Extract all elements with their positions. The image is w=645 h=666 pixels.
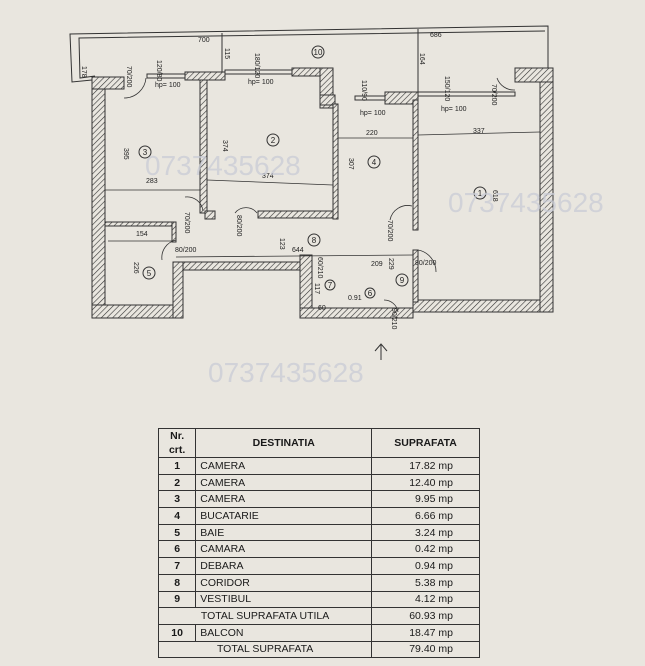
svg-text:hp= 100: hp= 100 bbox=[441, 106, 467, 113]
svg-text:0737435628: 0737435628 bbox=[208, 357, 364, 388]
svg-text:164: 164 bbox=[418, 53, 425, 65]
svg-text:700: 700 bbox=[198, 37, 210, 44]
dimension-labels: 700 686 178 115 164 120/80 70/200 180/12… bbox=[80, 32, 498, 330]
svg-text:0737435628: 0737435628 bbox=[145, 150, 301, 181]
room-10-label: 10 bbox=[311, 45, 325, 59]
svg-text:4: 4 bbox=[372, 158, 377, 167]
header-destination: DESTINATIA bbox=[195, 428, 373, 458]
svg-text:229: 229 bbox=[387, 258, 394, 270]
svg-text:307: 307 bbox=[347, 158, 354, 170]
svg-text:123: 123 bbox=[278, 238, 285, 250]
table-header: Nr. crt. DESTINATIA SUPRAFATA bbox=[157, 428, 480, 458]
room-2-label: 2 bbox=[266, 133, 280, 147]
svg-text:60: 60 bbox=[318, 305, 326, 312]
svg-text:337: 337 bbox=[473, 128, 485, 135]
svg-text:178: 178 bbox=[80, 66, 87, 78]
svg-text:70/200: 70/200 bbox=[125, 66, 132, 88]
room-3-label: 3 bbox=[138, 145, 152, 159]
header-nr: Nr. crt. bbox=[157, 428, 197, 458]
svg-text:70/200: 70/200 bbox=[183, 212, 190, 234]
svg-text:395: 395 bbox=[122, 148, 129, 160]
svg-text:60/210: 60/210 bbox=[316, 257, 323, 279]
svg-text:hp= 100: hp= 100 bbox=[360, 110, 386, 117]
svg-text:80/200: 80/200 bbox=[415, 260, 437, 267]
room-7-label: 7 bbox=[324, 279, 336, 291]
svg-text:70/200: 70/200 bbox=[386, 220, 393, 242]
walls bbox=[91, 67, 554, 319]
svg-text:115: 115 bbox=[223, 48, 230, 59]
floor-plan: 1 2 3 4 5 6 7 8 9 10 700 686 178 115 164… bbox=[69, 25, 604, 388]
svg-text:220: 220 bbox=[366, 130, 378, 137]
svg-text:374: 374 bbox=[221, 140, 228, 152]
svg-text:644: 644 bbox=[292, 247, 304, 254]
svg-text:209: 209 bbox=[371, 261, 383, 268]
svg-text:686: 686 bbox=[430, 32, 442, 39]
svg-text:70/200: 70/200 bbox=[490, 84, 497, 106]
svg-text:10: 10 bbox=[314, 48, 323, 57]
svg-text:283: 283 bbox=[146, 178, 158, 185]
room-6-label: 6 bbox=[364, 287, 376, 299]
balcony-outline bbox=[69, 25, 549, 100]
entrance-arrow-icon bbox=[374, 343, 388, 360]
header-area: SUPRAFATA bbox=[371, 428, 480, 458]
svg-text:3: 3 bbox=[143, 148, 148, 157]
room-9-label: 9 bbox=[395, 273, 409, 287]
room-4-label: 4 bbox=[367, 155, 381, 169]
room-numbers: 1 2 3 4 5 6 7 8 9 10 bbox=[138, 45, 487, 299]
svg-text:80/200: 80/200 bbox=[175, 247, 197, 254]
svg-text:1: 1 bbox=[478, 189, 483, 198]
svg-text:0.91: 0.91 bbox=[348, 295, 362, 302]
room-1-label: 1 bbox=[473, 186, 487, 200]
svg-text:hp= 100: hp= 100 bbox=[155, 82, 181, 89]
svg-text:8: 8 bbox=[312, 236, 317, 245]
svg-text:180/120: 180/120 bbox=[253, 53, 260, 78]
svg-text:6: 6 bbox=[368, 289, 373, 298]
svg-text:120/80: 120/80 bbox=[155, 60, 162, 82]
svg-text:hp= 100: hp= 100 bbox=[248, 79, 274, 86]
door-swings bbox=[105, 77, 541, 313]
watermarks: 0737435628 0737435628 0737435628 bbox=[145, 150, 604, 388]
svg-text:154: 154 bbox=[136, 231, 148, 238]
svg-text:110/90: 110/90 bbox=[360, 80, 367, 101]
room-8-label: 8 bbox=[307, 233, 321, 247]
svg-text:2: 2 bbox=[271, 136, 276, 145]
svg-text:226: 226 bbox=[132, 262, 139, 274]
svg-text:9: 9 bbox=[400, 276, 405, 285]
svg-text:5: 5 bbox=[147, 269, 152, 278]
svg-text:0737435628: 0737435628 bbox=[448, 187, 604, 218]
svg-text:374: 374 bbox=[262, 173, 274, 180]
svg-text:80/200: 80/200 bbox=[235, 215, 242, 237]
svg-text:618: 618 bbox=[491, 190, 498, 202]
svg-text:7: 7 bbox=[328, 281, 333, 290]
windows bbox=[146, 69, 516, 101]
svg-text:90/210: 90/210 bbox=[390, 308, 397, 330]
svg-text:150/120: 150/120 bbox=[443, 76, 450, 101]
room-5-label: 5 bbox=[142, 266, 156, 280]
svg-text:117: 117 bbox=[313, 283, 320, 294]
